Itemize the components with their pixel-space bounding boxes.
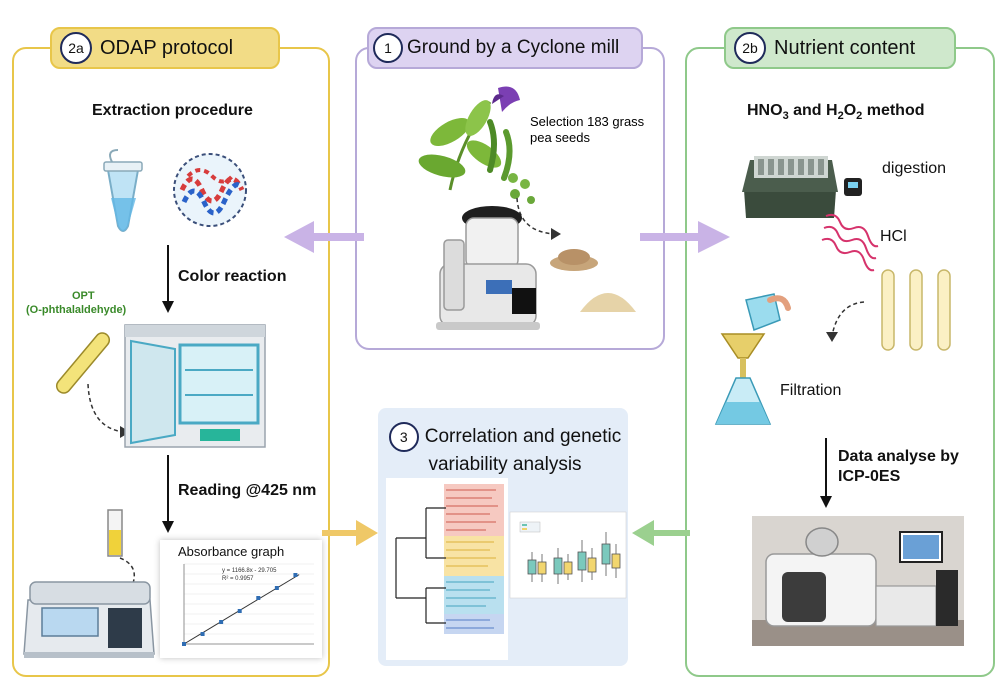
- spectrophotometer-icon: [23, 581, 155, 658]
- digestion-block-icon: [742, 156, 838, 218]
- arrow-mill-to-odap: [284, 221, 364, 253]
- step-number-3: 3: [388, 422, 419, 452]
- method-label: HNO3 and H2O2 method: [747, 102, 925, 123]
- tab-odap-protocol: 2a ODAP protocol: [50, 27, 280, 69]
- heat-waves-icon: [821, 213, 879, 272]
- nutrient-title: Nutrient content: [774, 36, 916, 59]
- cyclone-mill-title: Ground by a Cyclone mill: [407, 37, 620, 58]
- absorbance-point: [256, 596, 261, 600]
- tab-cyclone-mill: 1 Ground by a Cyclone mill: [367, 27, 643, 69]
- absorbance-point: [182, 642, 186, 646]
- absorbance-point: [200, 632, 205, 636]
- absorbance-equation: y = 1166.8x - 29.705: [222, 568, 277, 574]
- data-analyse-line1: Data analyse by: [838, 448, 959, 465]
- cuvette-icon: [107, 509, 123, 557]
- arrow-nutrient-to-correlation: [632, 520, 690, 546]
- absorbance-chart: [182, 563, 314, 646]
- arrow-down-2: [162, 455, 174, 533]
- correlation-title-line1: Correlation and genetic: [424, 426, 622, 447]
- data-analyse-line2: ICP-0ES: [838, 468, 901, 485]
- arrow-down-1: [162, 245, 174, 313]
- dashed-arrow-seeds: [516, 197, 561, 240]
- dna-molecule-icon: [173, 153, 247, 227]
- opt-label: OPT: [72, 290, 95, 302]
- arrow-odap-to-correlation: [322, 520, 378, 546]
- hcl-label: HCl: [880, 228, 907, 245]
- correlation-title-line2: variability analysis: [428, 454, 582, 475]
- absorbance-point: [274, 586, 279, 590]
- controller-icon: [844, 178, 862, 196]
- step-number-2a: 2a: [60, 32, 92, 64]
- absorbance-point: [293, 573, 298, 577]
- opt-full-name: (O-phthalaldehyde): [26, 304, 127, 316]
- correlation-title: 3 Correlation and genetic variability an…: [380, 422, 630, 476]
- cyclone-mill-icon: [436, 206, 540, 330]
- grass-pea-plant-icon: [418, 86, 520, 191]
- incubator-icon: [124, 324, 266, 448]
- icp-oes-instrument-photo: [752, 516, 964, 646]
- filtration-flask-icon: [714, 333, 772, 425]
- step-number-1: 1: [373, 33, 403, 63]
- absorbance-point: [237, 609, 242, 613]
- seeds-icon: [508, 173, 535, 204]
- extraction-procedure-label: Extraction procedure: [92, 102, 253, 119]
- pouring-beaker-icon: [745, 293, 791, 331]
- selection-line1: Selection 183 grass: [530, 114, 645, 129]
- sample-tubes-icon: [881, 269, 951, 351]
- absorbance-r2: R² = 0.9957: [222, 576, 254, 582]
- arrow-down-icp: [820, 438, 832, 508]
- test-tube-icon: [55, 332, 111, 394]
- step-number-2b: 2b: [734, 32, 766, 64]
- dashed-arrow-filtration: [826, 301, 865, 342]
- odap-title: ODAP protocol: [100, 36, 234, 59]
- dendrogram-thumbnail: [386, 478, 508, 660]
- filtration-label: Filtration: [780, 382, 842, 399]
- grain-pile-icon: [550, 249, 598, 271]
- absorbance-graph-title: Absorbance graph: [178, 544, 285, 559]
- microtube-icon: [103, 149, 143, 232]
- boxplot-thumbnail: [509, 511, 627, 599]
- absorbance-graph-frame: [160, 540, 322, 658]
- flour-pile-icon: [580, 293, 636, 312]
- tab-nutrient-content: 2b Nutrient content: [724, 27, 956, 69]
- arrow-mill-to-nutrient: [640, 221, 730, 253]
- absorbance-point: [219, 620, 224, 624]
- selection-line2: pea seeds: [530, 130, 590, 145]
- digestion-label: digestion: [882, 160, 947, 177]
- reading-label: Reading @425 nm: [178, 482, 317, 499]
- color-reaction-label: Color reaction: [178, 268, 287, 285]
